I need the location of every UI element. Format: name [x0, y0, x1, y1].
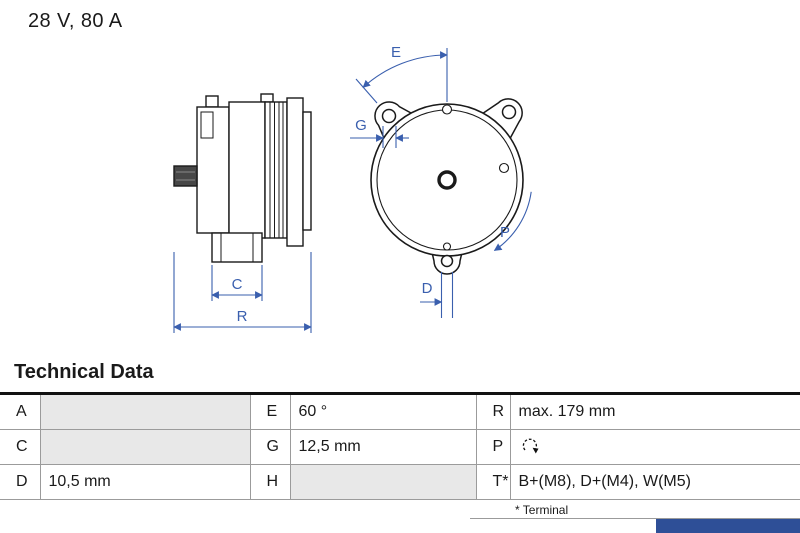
mounting-foot: [211, 232, 263, 263]
dimension-label-P: P: [500, 224, 510, 241]
dimension-label-R: R: [237, 308, 248, 325]
cell-label-G: G: [249, 429, 290, 465]
lug-hole-top-right: [501, 104, 517, 120]
dimension-annotations: E G P D C R: [173, 44, 532, 333]
terminal-footnote: * Terminal: [470, 497, 800, 519]
cell-value-C: [39, 429, 250, 465]
bosch-brand-bar: [656, 519, 800, 533]
table-row: D 10,5 mm H T* B+(M8), D+(M4), W(M5): [0, 464, 800, 500]
technical-drawing: E G P D C R: [173, 44, 532, 333]
table-row: C G 12,5 mm P: [0, 429, 800, 465]
dimension-label-D: D: [422, 280, 433, 297]
front-view: [370, 98, 524, 275]
dimension-label-C: C: [232, 276, 243, 293]
dimension-label-G: G: [355, 117, 367, 134]
technical-data-title: Technical Data: [14, 361, 154, 383]
cell-value-R: max. 179 mm: [509, 393, 800, 430]
cell-value-E: 60 °: [289, 393, 476, 430]
shaft: [173, 165, 198, 187]
cell-label-P: P: [475, 429, 510, 465]
cell-value-T: B+(M8), D+(M4), W(M5): [509, 464, 800, 500]
technical-data-table: A E 60 ° R max. 179 mm C G 12,5 mm P D 1…: [0, 392, 800, 500]
cell-value-D: 10,5 mm: [39, 464, 250, 500]
rotation-direction-icon: [522, 438, 538, 454]
cell-value-P: [509, 429, 800, 465]
dimension-label-E: E: [391, 44, 401, 61]
cooling-fins: [269, 102, 284, 238]
lug-hole-bottom: [440, 254, 454, 268]
cell-label-D: D: [0, 464, 40, 500]
cell-label-T: T*: [475, 464, 510, 500]
cell-label-A: A: [0, 393, 40, 430]
cell-label-C: C: [0, 429, 40, 465]
product-rating: 28 V, 80 A: [28, 10, 123, 32]
shaft-center: [437, 170, 457, 190]
lug-hole-top-left: [381, 108, 397, 124]
dimension-arc-E: [362, 51, 448, 88]
cell-value-H: [289, 464, 476, 500]
cell-value-G: 12,5 mm: [289, 429, 476, 465]
side-view: [173, 93, 312, 263]
cell-label-E: E: [249, 393, 290, 430]
table-row: A E 60 ° R max. 179 mm: [0, 393, 800, 430]
cell-value-A: [39, 393, 250, 430]
cell-label-R: R: [475, 393, 510, 430]
cell-label-H: H: [249, 464, 290, 500]
dimension-arc-P: [493, 191, 532, 251]
